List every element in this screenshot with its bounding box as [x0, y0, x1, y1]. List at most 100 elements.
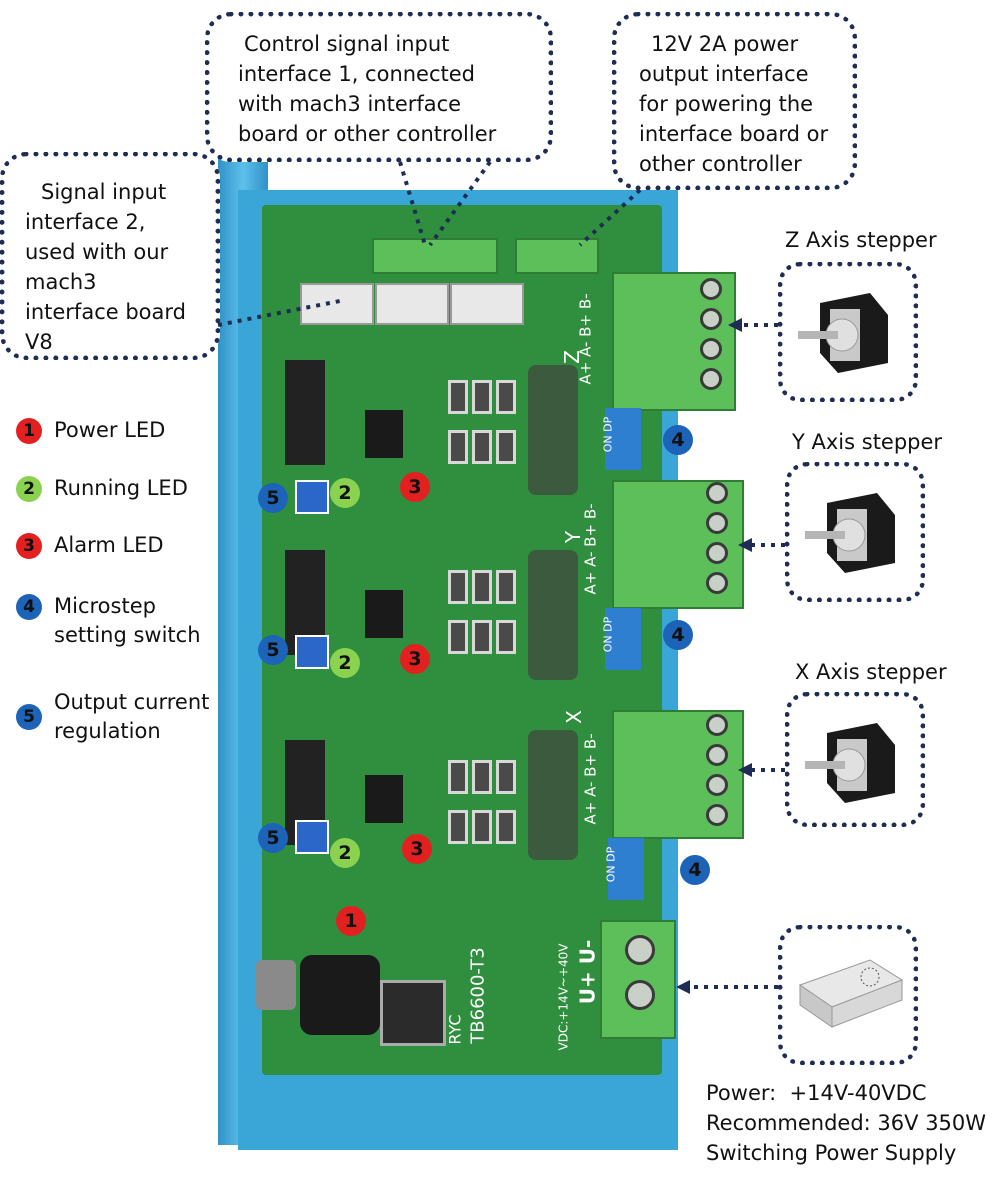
- inductor: [300, 955, 380, 1035]
- legend-label: regulation: [54, 719, 161, 743]
- dip-switch-y[interactable]: [605, 608, 641, 670]
- current-badge-z: 5: [258, 483, 288, 513]
- legend-badge: 3: [16, 533, 42, 559]
- terminal-screw: [706, 714, 728, 736]
- alarm-led-badge-y: 3: [400, 644, 430, 674]
- power-output-callout: 12V 2A power output interface for poweri…: [612, 12, 857, 190]
- power-line: Recommended: 36V 350W: [706, 1111, 987, 1135]
- terminal-screw: [700, 308, 722, 330]
- z-stepper-label: Z Axis stepper: [785, 228, 937, 252]
- driver-ic-z: [285, 360, 325, 465]
- terminal-screw: [706, 744, 728, 766]
- power-supply-text: Power: +14V-40VDC Recommended: 36V 350W …: [706, 1078, 986, 1168]
- resistor: [496, 570, 516, 604]
- signal-connector-1: [300, 283, 374, 325]
- legend-label: Output current: [54, 690, 210, 714]
- resistor: [448, 380, 468, 414]
- current-badge-x: 5: [258, 823, 288, 853]
- terminal-screw: [706, 482, 728, 504]
- y-stepper-label: Y Axis stepper: [792, 430, 943, 454]
- z-stepper-motor-icon: [798, 293, 888, 373]
- legend-label: setting switch: [54, 623, 201, 647]
- power-led-badge: 1: [336, 906, 366, 936]
- x-stepper-motor-icon: [805, 723, 895, 803]
- control-signal-terminal: [372, 238, 498, 274]
- callout-line: used with our: [25, 240, 169, 264]
- current-pot-y[interactable]: [295, 635, 329, 669]
- callout-line: mach3: [25, 270, 97, 294]
- callout-line: Signal input: [41, 180, 167, 204]
- dip-switch-x[interactable]: [608, 838, 644, 900]
- power-output-terminal: [515, 238, 599, 274]
- legend-badge: 1: [16, 418, 42, 444]
- alarm-led-badge-z: 3: [400, 472, 430, 502]
- terminal-screw: [625, 935, 655, 965]
- signal-input-2-callout: Signal input interface 2, used with our …: [0, 152, 220, 360]
- resistor: [496, 810, 516, 844]
- terminal-screw: [700, 338, 722, 360]
- power-line: Power: +14V-40VDC: [706, 1081, 927, 1105]
- control-signal-callout: Control signal input interface 1, connec…: [205, 12, 553, 162]
- callout-line: with mach3 interface: [238, 92, 462, 116]
- callout-line: Control signal input: [244, 32, 450, 56]
- microstep-badge-y: 4: [663, 620, 693, 650]
- microstep-badge-x: 4: [680, 855, 710, 885]
- dip-switch-z[interactable]: [605, 408, 641, 470]
- legend-item-alarm-led: 3 Alarm LED: [16, 531, 164, 560]
- resistor: [472, 380, 492, 414]
- legend-badge: 5: [16, 704, 42, 730]
- current-pot-x[interactable]: [295, 820, 329, 854]
- callout-line: board or other controller: [238, 122, 497, 146]
- chip-z: [365, 410, 403, 458]
- running-led-badge-x: 2: [330, 838, 360, 868]
- legend-label: Power LED: [54, 418, 166, 442]
- resistor: [448, 570, 468, 604]
- callout-line: V8: [25, 330, 53, 354]
- current-badge-y: 5: [258, 635, 288, 665]
- current-pot-z[interactable]: [295, 480, 329, 514]
- terminal-screw: [700, 368, 722, 390]
- resistor: [448, 760, 468, 794]
- callout-line: interface board: [25, 300, 186, 324]
- terminal-screw: [706, 774, 728, 796]
- callout-line: interface 2,: [25, 210, 146, 234]
- resistor: [496, 620, 516, 654]
- power-line: Switching Power Supply: [706, 1141, 957, 1165]
- resistor: [472, 810, 492, 844]
- terminal-screw: [625, 980, 655, 1010]
- chip-y: [365, 590, 403, 638]
- resistor: [472, 620, 492, 654]
- running-led-badge-y: 2: [330, 648, 360, 678]
- legend-item-power-led: 1 Power LED: [16, 416, 165, 445]
- legend-badge: 2: [16, 476, 42, 502]
- legend-item-output-current: 5 Output current regulation: [16, 688, 209, 746]
- x-stepper-label: X Axis stepper: [795, 660, 947, 684]
- resistor: [472, 570, 492, 604]
- capacitor-x: [528, 730, 578, 860]
- callout-line: 12V 2A power: [651, 32, 799, 56]
- chip-x: [365, 775, 403, 823]
- running-led-badge-z: 2: [330, 478, 360, 508]
- signal-connector-2: [375, 283, 449, 325]
- resistor: [496, 380, 516, 414]
- y-stepper-motor-icon: [805, 493, 895, 573]
- power-supply-icon: [798, 959, 904, 1028]
- legend-label: Microstep: [54, 594, 156, 618]
- resistor: [448, 620, 468, 654]
- resistor: [448, 810, 468, 844]
- microstep-badge-z: 4: [663, 425, 693, 455]
- resistor: [496, 760, 516, 794]
- signal-connector-3: [450, 283, 524, 325]
- regulator-chip: [380, 980, 446, 1046]
- input-capacitor: [256, 960, 296, 1010]
- callout-line: output interface: [639, 62, 809, 86]
- terminal-screw: [700, 278, 722, 300]
- callout-line: interface board or: [639, 122, 829, 146]
- capacitor-z: [528, 365, 578, 495]
- resistor: [448, 430, 468, 464]
- terminal-screw: [706, 804, 728, 826]
- capacitor-y: [528, 550, 578, 680]
- resistor: [472, 430, 492, 464]
- resistor: [472, 760, 492, 794]
